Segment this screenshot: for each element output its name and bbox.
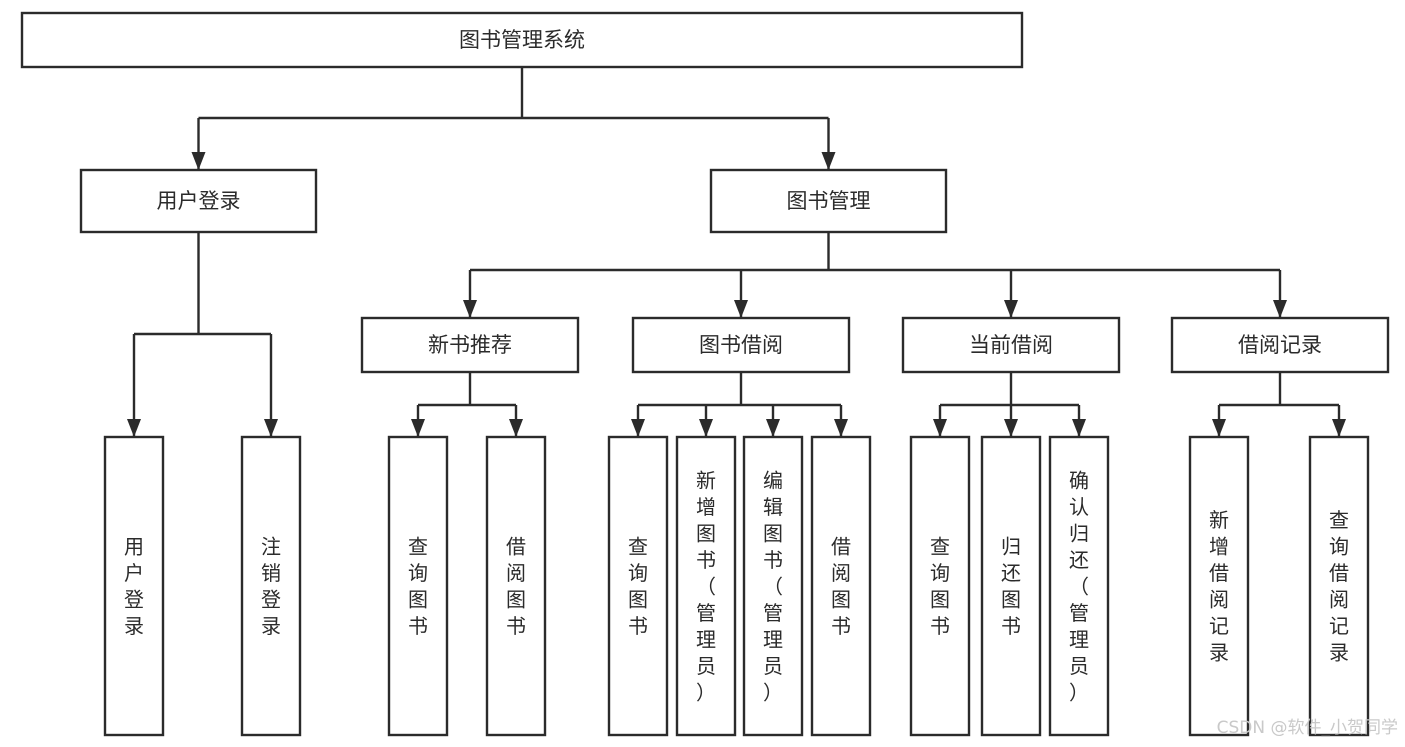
node-n-user-login[interactable]: 用户登录: [79, 168, 318, 234]
node-leaf-confirm-return[interactable]: 确认归还（管理员）: [1048, 435, 1110, 737]
arrow-head-icon: [509, 419, 523, 437]
node-leaf-user-login[interactable]: 用户登录: [103, 435, 165, 737]
node-label: 图书借阅: [699, 333, 783, 357]
node-leaf-borrow-book-2[interactable]: 借阅图书: [810, 435, 872, 737]
arrow-head-icon: [699, 419, 713, 437]
arrow-head-icon: [463, 300, 477, 318]
node-box: [1188, 435, 1250, 737]
connector-layer: [127, 67, 1346, 437]
node-leaf-query-book-3[interactable]: 查询图书: [909, 435, 971, 737]
node-label: 图书管理系统: [459, 28, 585, 52]
arrow-head-icon: [1004, 300, 1018, 318]
node-box: [387, 435, 449, 737]
node-label: 借阅图书: [506, 535, 526, 639]
node-leaf-query-book-2[interactable]: 查询图书: [607, 435, 669, 737]
node-label: 编辑图书（管理员）: [763, 468, 783, 704]
node-box: [1170, 316, 1390, 374]
node-box: [631, 316, 851, 374]
arrow-head-icon: [127, 419, 141, 437]
node-label: 查询图书: [408, 535, 428, 639]
node-box: [675, 435, 737, 737]
node-box: [1308, 435, 1370, 737]
arrow-head-icon: [1273, 300, 1287, 318]
node-box: [20, 11, 1024, 69]
node-n-borrow-record[interactable]: 借阅记录: [1170, 316, 1390, 374]
node-label: 查询图书: [930, 535, 950, 639]
node-leaf-return-book[interactable]: 归还图书: [980, 435, 1042, 737]
node-box: [485, 435, 547, 737]
node-label: 图书管理: [787, 189, 871, 213]
node-label: 借阅记录: [1238, 333, 1322, 357]
node-label: 查询借阅记录: [1329, 508, 1349, 665]
node-box: [79, 168, 318, 234]
node-leaf-user-logout[interactable]: 注销登录: [240, 435, 302, 737]
arrow-head-icon: [766, 419, 780, 437]
arrow-head-icon: [1072, 419, 1086, 437]
arrow-head-icon: [834, 419, 848, 437]
node-label: 借阅图书: [831, 535, 851, 639]
node-layer: 图书管理系统用户登录图书管理新书推荐图书借阅当前借阅借阅记录用户登录注销登录查询…: [20, 11, 1390, 737]
node-box: [909, 435, 971, 737]
node-box: [742, 435, 804, 737]
arrow-head-icon: [1332, 419, 1346, 437]
csdn-watermark: CSDN @软件_小贺同学: [1217, 718, 1398, 738]
arrow-head-icon: [1004, 419, 1018, 437]
node-label: 当前借阅: [969, 333, 1053, 357]
arrow-head-icon: [264, 419, 278, 437]
node-label: 新增借阅记录: [1209, 508, 1229, 665]
node-label: 确认归还（管理员）: [1069, 468, 1089, 704]
node-box: [810, 435, 872, 737]
arrow-head-icon: [411, 419, 425, 437]
node-box: [103, 435, 165, 737]
node-leaf-add-record[interactable]: 新增借阅记录: [1188, 435, 1250, 737]
node-box: [709, 168, 948, 234]
node-root[interactable]: 图书管理系统: [20, 11, 1024, 69]
node-label: 归还图书: [1001, 535, 1021, 639]
node-box: [980, 435, 1042, 737]
node-label: 新增图书（管理员）: [696, 468, 716, 704]
node-label: 新书推荐: [428, 333, 512, 357]
node-label: 用户登录: [124, 535, 144, 639]
arrow-head-icon: [191, 152, 206, 170]
arrow-head-icon: [933, 419, 947, 437]
node-box: [1048, 435, 1110, 737]
node-n-current-borrow[interactable]: 当前借阅: [901, 316, 1121, 374]
arrow-head-icon: [631, 419, 645, 437]
arrow-head-icon: [734, 300, 748, 318]
node-box: [240, 435, 302, 737]
node-leaf-query-book-1[interactable]: 查询图书: [387, 435, 449, 737]
arrow-head-icon: [1212, 419, 1226, 437]
node-n-new-book-rec[interactable]: 新书推荐: [360, 316, 580, 374]
node-label: 查询图书: [628, 535, 648, 639]
node-box: [607, 435, 669, 737]
node-leaf-borrow-book-1[interactable]: 借阅图书: [485, 435, 547, 737]
node-label: 注销登录: [261, 535, 281, 639]
node-leaf-add-book[interactable]: 新增图书（管理员）: [675, 435, 737, 737]
node-box: [901, 316, 1121, 374]
node-leaf-edit-book[interactable]: 编辑图书（管理员）: [742, 435, 804, 737]
node-leaf-query-record[interactable]: 查询借阅记录: [1308, 435, 1370, 737]
node-label: 用户登录: [157, 189, 241, 213]
node-n-book-mgmt[interactable]: 图书管理: [709, 168, 948, 234]
node-box: [360, 316, 580, 374]
arrow-head-icon: [821, 152, 836, 170]
node-n-book-borrow[interactable]: 图书借阅: [631, 316, 851, 374]
